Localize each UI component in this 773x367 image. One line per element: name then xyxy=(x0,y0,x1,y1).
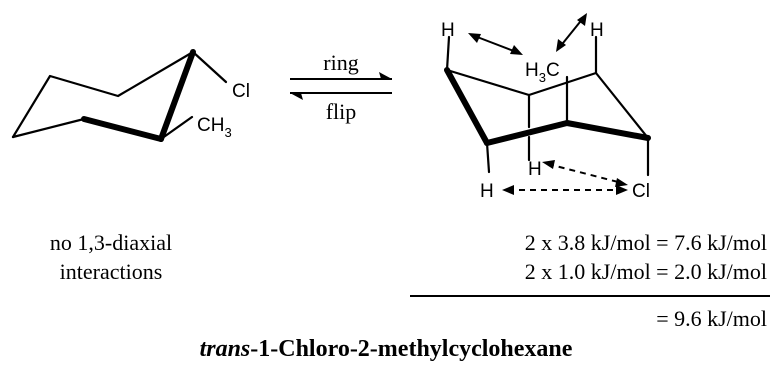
reverse-arrow-head xyxy=(290,93,303,100)
right-ring-bold-bond-3 xyxy=(564,120,651,141)
left-ring-bold-front-bond-2 xyxy=(158,49,196,142)
interaction-arrow-h-cl-diagonal xyxy=(547,163,623,184)
right-ring-back-edge xyxy=(445,68,650,140)
right-axial-h-bottom-bond xyxy=(485,141,491,174)
interaction-arrow-h-ch3-right-head-a xyxy=(556,39,566,52)
interaction-arrow-h-cl-horizontal-head-a xyxy=(502,185,514,195)
left-ring-bold-front-bond-1 xyxy=(81,116,164,142)
right-h-middle-label: H xyxy=(528,159,542,180)
right-ring-bold-bond-2 xyxy=(484,120,570,146)
ring-label: ring xyxy=(323,50,358,75)
left-caption: no 1,3-diaxial interactions xyxy=(50,230,172,284)
right-methyl-label: H3C xyxy=(525,60,560,85)
left-caption-line2: interactions xyxy=(60,259,163,284)
right-cl-label: Cl xyxy=(632,181,650,202)
left-ring-back-edge xyxy=(11,50,195,139)
energy-total: = 9.6 kJ/mol xyxy=(656,306,767,331)
left-cl-bond xyxy=(191,50,228,84)
interaction-arrow-h-cl-horizontal-head-b xyxy=(616,185,628,195)
interaction-arrow-h-ch3-left-head-a xyxy=(468,33,481,43)
forward-arrow-head xyxy=(379,72,392,79)
interaction-arrow-h-cl-diagonal-head-b xyxy=(615,178,628,187)
right-axial-h-top-left-bond xyxy=(445,35,451,72)
left-cl-label: Cl xyxy=(232,81,250,102)
right-ring-bold-bond-1 xyxy=(444,67,490,146)
left-caption-line1: no 1,3-diaxial xyxy=(50,230,172,255)
right-h-top-right-label: H xyxy=(590,20,604,41)
diaxial-interaction-arrows xyxy=(468,13,628,195)
interaction-arrow-h-cl-diagonal-head-a xyxy=(542,160,555,169)
compound-title: trans-1-Chloro-2-methylcyclohexane xyxy=(200,336,573,362)
ring-flip-equilibrium: ring flip xyxy=(290,50,392,124)
interaction-arrow-h-ch3-right xyxy=(558,16,585,49)
left-chair-molecule: Cl CH3 xyxy=(11,49,250,142)
energy-line-2: 2 x 1.0 kJ/mol = 2.0 kJ/mol xyxy=(525,259,767,284)
interaction-arrow-h-ch3-left xyxy=(471,34,520,54)
right-chair-molecule: H H H3C H H Cl xyxy=(441,20,651,202)
interaction-arrow-h-ch3-left-head-b xyxy=(510,45,523,55)
right-h-bottom-left-label: H xyxy=(480,181,494,202)
right-h-top-left-label: H xyxy=(441,20,455,41)
energy-line-1: 2 x 3.8 kJ/mol = 7.6 kJ/mol xyxy=(525,230,767,255)
interaction-arrow-h-ch3-right-head-b xyxy=(577,13,587,26)
flip-label: flip xyxy=(326,99,357,124)
left-methyl-bond xyxy=(159,115,194,141)
left-methyl-label: CH3 xyxy=(197,115,232,140)
energy-calculation: 2 x 3.8 kJ/mol = 7.6 kJ/mol 2 x 1.0 kJ/m… xyxy=(410,230,770,331)
